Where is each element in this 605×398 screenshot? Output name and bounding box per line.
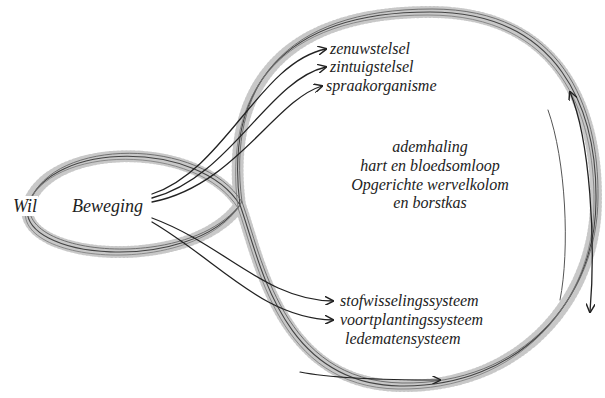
loop-line bbox=[25, 15, 594, 389]
left-loop: Wil Beweging bbox=[10, 140, 242, 275]
flow-arrow bbox=[152, 222, 333, 320]
circulation-arrow bbox=[570, 92, 592, 312]
system-label: stofwisselingssysteem bbox=[340, 292, 479, 310]
system-label: Opgerichte wervelkolom en borstkas bbox=[343, 176, 518, 212]
system-label: ledematensysteem bbox=[345, 330, 461, 348]
flow-arrow bbox=[300, 372, 440, 380]
system-label: zenuwstelsel bbox=[330, 40, 410, 58]
loop-label: Wil bbox=[12, 196, 38, 216]
loop-label: Beweging bbox=[72, 196, 143, 216]
flow-arrow bbox=[152, 86, 322, 202]
flow-arrow bbox=[152, 67, 326, 198]
system-label: ademhaling bbox=[392, 138, 468, 156]
flow-arrow bbox=[152, 49, 326, 194]
loop-line bbox=[27, 12, 596, 386]
system-label: voortplantingssysteem bbox=[340, 311, 483, 329]
system-label: zintuigstelsel bbox=[330, 58, 414, 76]
circulation-stroke bbox=[548, 110, 565, 300]
flow-arrow bbox=[152, 218, 333, 301]
right-circle: zenuwstelselzintuigstelselspraakorganism… bbox=[215, 8, 600, 393]
loop-line bbox=[29, 9, 598, 383]
system-label: spraakorganisme bbox=[326, 77, 437, 95]
hatch-band bbox=[27, 12, 596, 386]
system-label: hart en bloedsomloop bbox=[360, 157, 500, 175]
